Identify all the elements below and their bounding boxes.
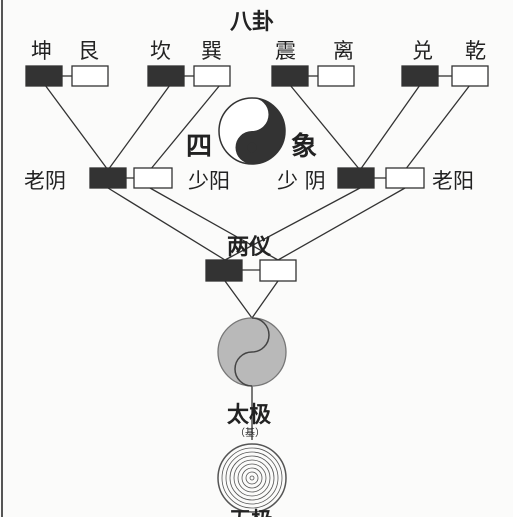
sixiang-title-right: 象	[291, 132, 318, 162]
trigram-pair-kun-gen	[25, 65, 109, 87]
trigram-pair-dui-qian	[401, 65, 489, 87]
trigram-connectors	[44, 84, 471, 171]
sixiang-label-old-yin: 老阴	[24, 169, 66, 193]
sixiang-title-left: 四	[186, 132, 213, 162]
wuji-title: 无极	[229, 503, 273, 517]
trigram-label-kun: 坤	[31, 39, 52, 63]
trigram-label-zhen: 震	[275, 39, 296, 63]
sixiang-label-young-yang: 少阳	[188, 169, 230, 193]
taiji-symbol	[217, 317, 287, 387]
trigram-label-kan: 坎	[150, 39, 171, 63]
bagua-title: 八卦	[230, 9, 275, 35]
sixiang-pair-left	[89, 167, 173, 189]
sixiang-label-old-yang: 老阳	[432, 169, 474, 193]
yin-yang-symbol	[218, 97, 286, 165]
trigram-label-li: 离	[333, 39, 354, 63]
trigram-label-gen: 艮	[78, 39, 99, 63]
trigram-label-dui: 兑	[412, 39, 433, 63]
sixiang-connectors	[107, 187, 406, 261]
liangyi-connectors	[224, 280, 279, 440]
liangyi-title: 两仪	[227, 234, 272, 260]
sixiang-pair-right	[337, 167, 425, 189]
wuji-symbol	[217, 443, 287, 513]
taiji-title: 太极	[227, 402, 272, 428]
trigram-pair-kan-xun	[147, 65, 231, 87]
liangyi-pair	[205, 259, 297, 282]
sixiang-label-young-yin: 少 阴	[277, 169, 326, 193]
trigram-label-xun: 巽	[201, 39, 222, 63]
trigram-pair-zhen-li	[271, 65, 355, 87]
taiji-note: （基）	[235, 428, 265, 439]
trigram-label-qian: 乾	[465, 39, 486, 63]
